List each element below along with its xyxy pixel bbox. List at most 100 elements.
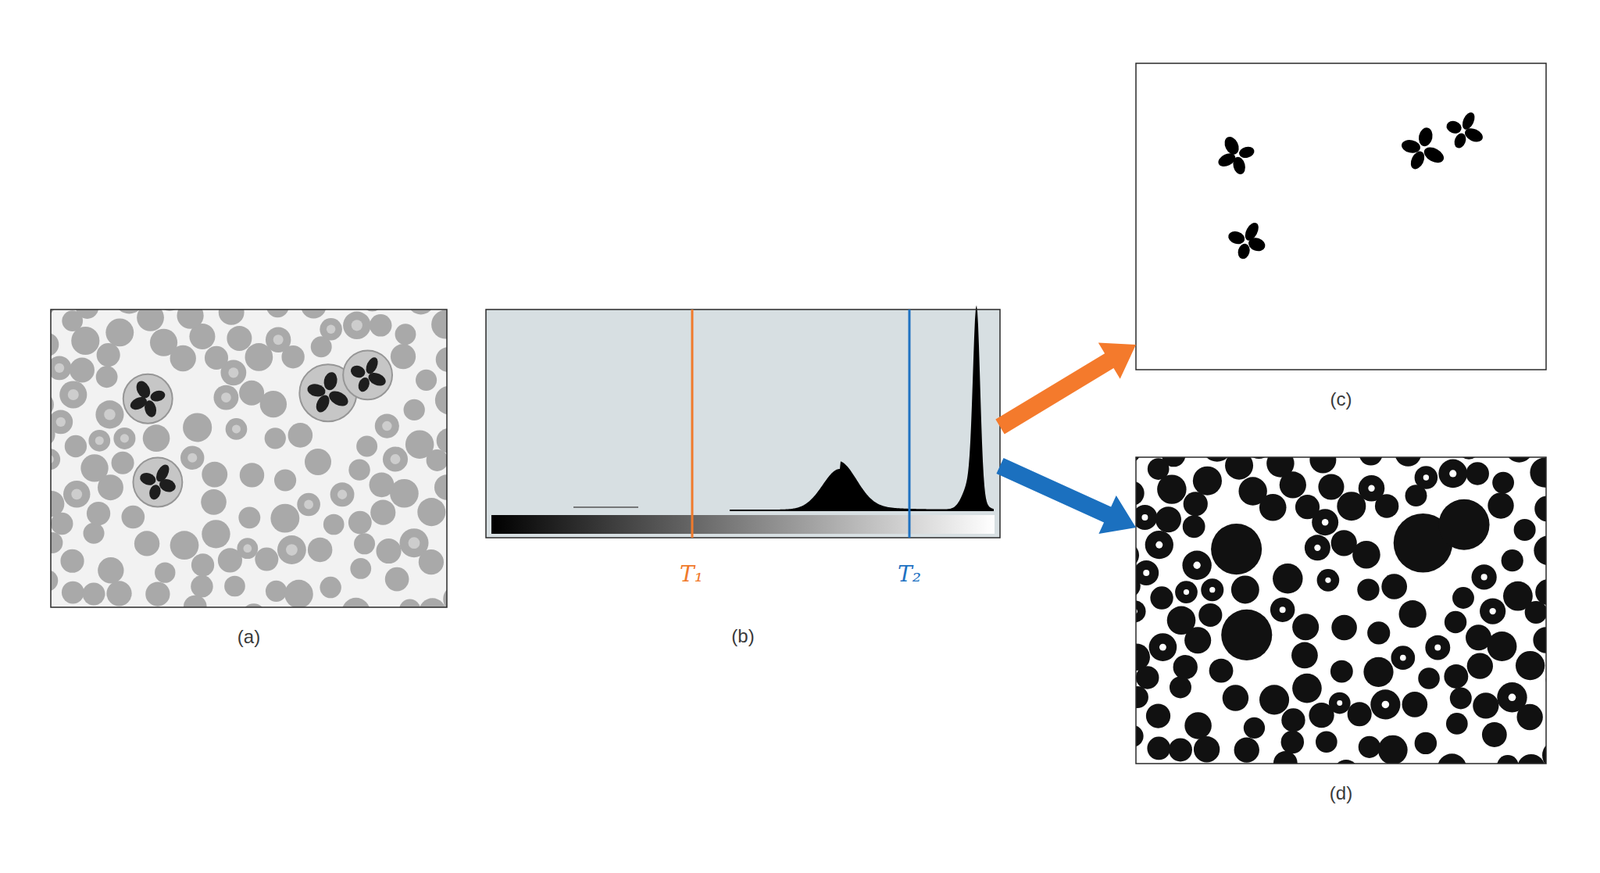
red-blood-cell: [265, 580, 287, 602]
red-blood-cell: [1465, 624, 1492, 650]
nucleus-lobe: [149, 389, 167, 404]
red-blood-cell: [170, 530, 200, 560]
red-blood-cell: [1533, 535, 1547, 565]
nucleus-lobe: [1400, 138, 1422, 155]
red-blood-cell: [80, 453, 108, 482]
red-blood-cell: [50, 512, 73, 536]
red-blood-cell: [399, 598, 421, 608]
red-blood-cell: [1266, 457, 1294, 478]
red-blood-cell: [382, 446, 408, 472]
panel-ground: [50, 309, 447, 608]
red-blood-cell: [96, 342, 121, 367]
cell-pale-center: [337, 489, 347, 500]
red-blood-cell: [1330, 660, 1354, 683]
red-blood-cell: [1145, 530, 1174, 559]
red-blood-cell: [50, 532, 63, 554]
cell-pale-center: [1142, 569, 1150, 576]
cell-pale-center: [242, 543, 252, 553]
red-blood-cell: [264, 427, 286, 449]
nucleus-lobe: [142, 399, 159, 419]
cell-pale-center: [1159, 643, 1167, 651]
white-blood-cell: [342, 350, 393, 400]
nucleus-lobe: [306, 382, 327, 398]
block-arrow: [996, 457, 1136, 534]
red-blood-cell: [1295, 494, 1320, 519]
panel-ground: [1135, 63, 1547, 370]
red-blood-cell: [1357, 578, 1379, 600]
red-blood-cell: [1209, 658, 1234, 683]
histogram-panel: [485, 304, 1000, 538]
red-blood-cell: [1381, 573, 1408, 600]
cell-pale-center: [1449, 469, 1457, 477]
red-blood-cell: [1281, 707, 1305, 732]
nucleus-lobe: [1235, 242, 1251, 261]
red-blood-cell: [1446, 712, 1468, 735]
red-blood-cell: [50, 332, 59, 357]
red-blood-cell: [434, 474, 447, 500]
red-blood-cell: [418, 597, 447, 608]
red-blood-cell: [191, 553, 215, 576]
red-blood-cell: [86, 501, 111, 525]
red-blood-cell: [1390, 645, 1415, 670]
red-blood-cell: [370, 500, 396, 525]
threshold-line: [691, 309, 694, 538]
red-blood-cell: [88, 429, 111, 452]
cell-pale-center: [390, 453, 401, 465]
red-blood-cell: [1238, 476, 1267, 505]
red-blood-cell: [348, 510, 372, 535]
cell-pale-center: [1489, 607, 1497, 615]
red-blood-cell: [1291, 642, 1318, 669]
red-blood-cell: [270, 503, 300, 533]
red-blood-cell: [59, 380, 87, 408]
red-blood-cell: [50, 409, 73, 434]
red-blood-cell: [1496, 754, 1519, 764]
red-blood-cell: [239, 462, 265, 487]
red-blood-cell: [1234, 736, 1260, 762]
cell-pale-center: [1155, 541, 1163, 549]
cells-binary-image: [1113, 432, 1572, 785]
red-blood-cell: [95, 400, 124, 429]
cell-pale-center: [1481, 573, 1488, 580]
white-blood-cell: [1221, 609, 1272, 661]
red-blood-cell: [1183, 491, 1208, 516]
panel-label: (d): [1135, 782, 1547, 805]
red-blood-cell: [1370, 689, 1400, 719]
red-blood-cell: [307, 537, 333, 562]
histogram-tail: [573, 506, 639, 508]
red-blood-cell: [1529, 457, 1547, 487]
red-blood-cell: [417, 497, 446, 526]
red-blood-cell: [105, 317, 134, 347]
red-blood-cell: [142, 424, 171, 452]
red-blood-cell: [1331, 529, 1358, 556]
red-blood-cell: [61, 581, 85, 604]
cell-pale-center: [67, 389, 79, 400]
cell-pale-center: [351, 319, 363, 331]
cell-pale-center: [187, 453, 197, 463]
threshold-label: T₁: [679, 560, 704, 588]
cell-pale-center: [382, 421, 392, 431]
cell-pale-center: [1314, 544, 1321, 551]
image-panel: (c): [1135, 63, 1547, 415]
red-blood-cell: [1487, 492, 1514, 518]
red-blood-cell: [390, 343, 416, 369]
red-blood-cell: [121, 505, 145, 529]
red-blood-cell: [182, 412, 212, 442]
red-blood-cell: [1534, 495, 1547, 522]
nuclei-binary-image: [1135, 63, 1547, 370]
red-blood-cell: [60, 549, 84, 573]
red-blood-cell: [1231, 575, 1260, 604]
red-blood-cell: [64, 435, 87, 458]
histogram-ground: [485, 309, 1000, 538]
cell-pale-center: [221, 392, 232, 403]
nucleus-lobe: [133, 378, 153, 401]
red-blood-cell: [201, 519, 230, 548]
red-blood-cell: [1515, 650, 1545, 680]
panel-frame: [485, 309, 1000, 538]
red-blood-cell: [1333, 759, 1358, 764]
red-blood-cell: [1135, 480, 1145, 505]
red-blood-cell: [225, 417, 248, 440]
red-blood-cell: [50, 448, 61, 470]
red-blood-cell: [1517, 703, 1543, 730]
red-blood-cell: [403, 399, 425, 421]
